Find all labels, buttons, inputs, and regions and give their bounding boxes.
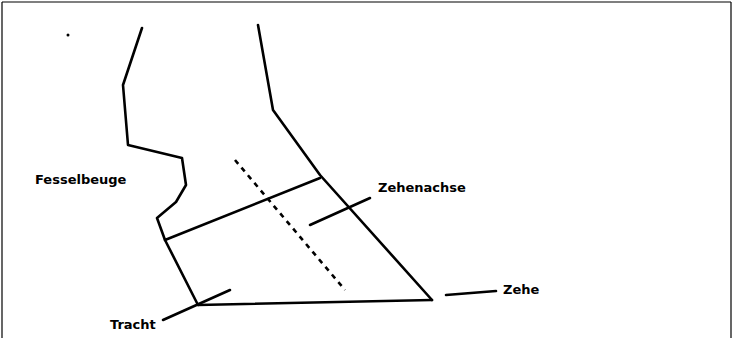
toe-axis-line [235,160,345,290]
part-label: Zehe [503,283,539,296]
hoof-outline [123,25,432,305]
part-label: Fesselbeuge [35,173,126,186]
speck [67,34,70,37]
part-label: Zehenachse [378,181,466,194]
part-label: Tracht [110,318,156,331]
leader-lines [163,198,496,320]
